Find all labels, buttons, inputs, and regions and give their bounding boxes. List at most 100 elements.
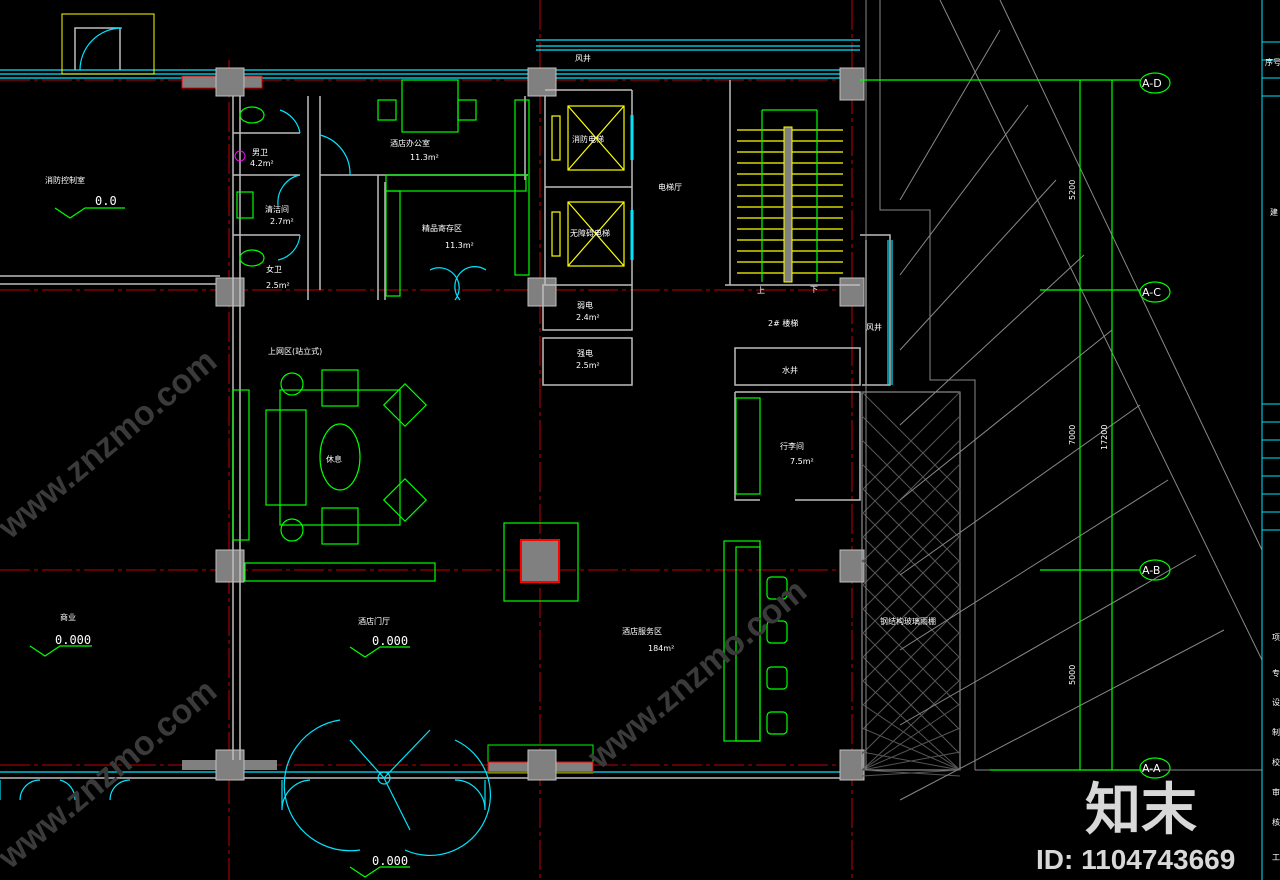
drawing-line — [861, 511, 961, 611]
room-cleaning: 清洁间 — [265, 204, 289, 214]
room-luggage: 行李间 — [780, 441, 804, 451]
area-storage: 11.3m² — [445, 241, 474, 250]
stairs — [737, 109, 843, 283]
title-block-cell: 建 — [1270, 207, 1278, 217]
area-female-wc: 2.5m² — [266, 281, 290, 290]
room-air-shaft-right: 风井 — [866, 322, 882, 332]
label-rest: 休息 — [326, 454, 342, 464]
watermark-brand: 知末 — [1085, 778, 1197, 841]
drawing-line — [861, 487, 961, 587]
dimension-lines: 5200 7000 5000 17200 — [860, 79, 1140, 771]
level-shop: 0.000 — [55, 633, 91, 647]
room-service: 酒店服务区 — [622, 626, 662, 636]
drawing-line — [899, 254, 1085, 426]
room-female-wc: 女卫 — [266, 264, 282, 274]
drawing-line — [861, 559, 961, 659]
axis-a-c: A-C — [1142, 286, 1161, 299]
room-internet: 上网区(站立式) — [268, 346, 322, 356]
room-male-wc: 男卫 — [252, 148, 268, 157]
room-fire-control: 消防控制室 — [45, 175, 85, 185]
drawing-line — [861, 463, 961, 563]
axis-a-b: A-B — [1142, 564, 1160, 577]
drawing-line — [861, 631, 961, 731]
title-block-cell: 审 — [1272, 787, 1280, 797]
title-block-cell: 制 — [1272, 727, 1280, 737]
area-male-wc: 4.2m² — [250, 159, 274, 168]
room-elevator-fire: 消防电梯 — [572, 134, 604, 144]
reception-desk — [723, 397, 788, 742]
dim-5200: 5200 — [1068, 180, 1077, 200]
room-office: 酒店办公室 — [390, 138, 430, 148]
drawing-line — [899, 629, 1225, 801]
title-block-cell: 工 — [1272, 853, 1280, 862]
diagonal-watermark: www.znzmo.com www.znzmo.com www.znzmo.co… — [0, 342, 814, 877]
label-canopy: 钢结构玻璃雨棚 — [880, 616, 936, 626]
room-strong-elec: 强电 — [577, 348, 593, 358]
drawing-line — [899, 404, 1141, 576]
watermark-site: www.znzmo.com — [0, 672, 224, 877]
drawing-line — [899, 179, 1057, 351]
room-lobby: 酒店门厅 — [358, 616, 390, 626]
title-block-cell: 专 — [1272, 668, 1280, 678]
area-weak-elec: 2.4m² — [576, 313, 600, 322]
drawing-line — [899, 479, 1169, 651]
drawing-line — [861, 439, 961, 539]
drawing-line — [899, 329, 1113, 501]
revolving-door — [0, 719, 492, 857]
stair-handrail — [783, 126, 793, 283]
room-elevator-hall: 电梯厅 — [658, 182, 682, 192]
title-block-cell: 校 — [1272, 757, 1280, 767]
title-block-cell: 核 — [1272, 817, 1280, 827]
room-weak-elec: 弱电 — [577, 300, 593, 310]
axis-bubbles: A-D A-C A-B A-A — [1139, 72, 1171, 779]
watermark-id: ID: 1104743669 — [1036, 844, 1236, 875]
room-labels: 消防控制室 男卫 4.2m² 清洁间 2.7m² 女卫 2.5m² 酒店办公室 … — [45, 53, 936, 653]
room-air-shaft-top: 风井 — [575, 53, 591, 63]
title-block-cell: 项 — [1272, 633, 1280, 642]
room-shop: 商业 — [60, 612, 76, 622]
area-luggage: 7.5m² — [790, 457, 814, 466]
drawing-line — [861, 415, 961, 515]
title-block-cell: 序号 — [1265, 57, 1280, 67]
lounge-furniture — [232, 369, 579, 602]
stair-down: 下 — [810, 285, 818, 294]
title-block: 序号 建 项 专 设 制 校 审 核 工 — [1261, 0, 1280, 880]
room-stair: 2# 楼梯 — [768, 318, 798, 328]
drawing-line — [861, 751, 961, 771]
area-office: 11.3m² — [410, 153, 439, 162]
grid-lines — [0, 0, 1140, 880]
area-strong-elec: 2.5m² — [576, 361, 600, 370]
landscape-lines — [865, 0, 1263, 801]
area-service: 184m² — [648, 644, 674, 653]
dim-7000: 7000 — [1068, 425, 1077, 445]
room-water-shaft: 水井 — [782, 365, 798, 375]
watermark-site: www.znzmo.com — [580, 572, 814, 777]
drawing-line — [899, 554, 1197, 726]
axis-a-a: A-A — [1142, 762, 1161, 775]
level-entrance: 0.000 — [372, 854, 408, 868]
axis-a-d: A-D — [1142, 77, 1162, 90]
drawing-line — [899, 29, 1001, 201]
stair-up: 上 — [757, 286, 765, 295]
title-block-cell: 设 — [1272, 697, 1280, 707]
drawing-line — [861, 703, 961, 771]
drawing-line — [861, 391, 961, 491]
area-cleaning: 2.7m² — [270, 217, 294, 226]
room-storage: 精品寄存区 — [422, 223, 462, 233]
drawing-line — [861, 727, 961, 771]
elevators — [551, 105, 634, 267]
drawing-line — [861, 655, 961, 755]
dim-5000: 5000 — [1068, 665, 1077, 685]
level-lobby: 0.000 — [372, 634, 408, 648]
drawing-line — [861, 583, 961, 683]
drawing-line — [861, 769, 961, 777]
drawing-line — [861, 535, 961, 635]
drawing-line — [861, 607, 961, 707]
canopy-hatch — [861, 240, 961, 777]
level-fire-control: 0.0 — [95, 194, 117, 208]
office-furniture — [377, 79, 530, 297]
level-markers: 0.0 0.000 0.000 0.000 — [29, 194, 410, 878]
columns — [215, 67, 865, 781]
drawing-line — [899, 104, 1029, 276]
